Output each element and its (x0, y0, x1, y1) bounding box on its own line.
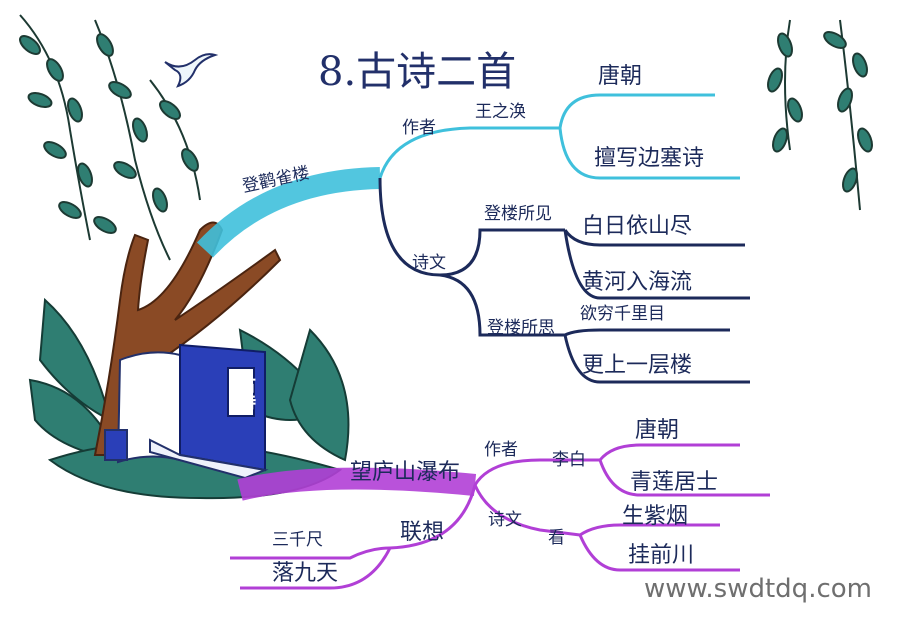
poem1-line-2: 黄河入海流 (582, 270, 693, 295)
poem2-author-label: 作者 (484, 440, 518, 460)
poem2-text-item-1: 生紫烟 (622, 504, 689, 529)
poem1-author: 王之涣 (475, 102, 526, 122)
poem1-text-label: 诗文 (412, 253, 446, 273)
poem1-author-detail-2: 擅写边塞诗 (594, 146, 705, 171)
poem1-author-detail-1: 唐朝 (598, 64, 643, 89)
poem2-author-detail-1: 唐朝 (635, 418, 680, 443)
book-icon (104, 343, 269, 480)
willow-left-icon (19, 14, 201, 261)
poem2-assoc-item-2: 落九天 (272, 561, 339, 586)
poem2-text-keyword: 看 (548, 528, 565, 548)
poem2-assoc-item-1: 三千尺 (272, 530, 323, 550)
poem2-text-label: 诗文 (488, 510, 522, 530)
poem1-section-1-label: 登楼所见 (484, 204, 552, 224)
poem1-line-3: 欲穷千里目 (580, 304, 665, 324)
watermark: www.swdtdq.com (644, 574, 872, 604)
branch-poem2 (230, 443, 770, 590)
book-title-label: 古诗 (235, 375, 256, 411)
poem1-author-label: 作者 (402, 118, 436, 138)
willow-right-icon (767, 19, 873, 211)
poem1-line-1: 白日依山尽 (582, 214, 693, 239)
poem2-author-detail-2: 青莲居士 (630, 470, 719, 495)
poem1-section-2-label: 登楼所思 (487, 318, 555, 338)
branch-poem1 (196, 93, 740, 258)
bird-icon (164, 53, 219, 88)
branch-poem1-text (378, 177, 750, 384)
poem2-author: 李白 (552, 450, 586, 470)
poem2-text-item-2: 挂前川 (628, 543, 695, 568)
poem2-title: 望庐山瀑布 (350, 460, 461, 485)
poem2-assoc-label: 联想 (400, 520, 445, 545)
page-title: 8.古诗二首 (318, 49, 517, 95)
poem1-line-4: 更上一层楼 (582, 353, 693, 378)
